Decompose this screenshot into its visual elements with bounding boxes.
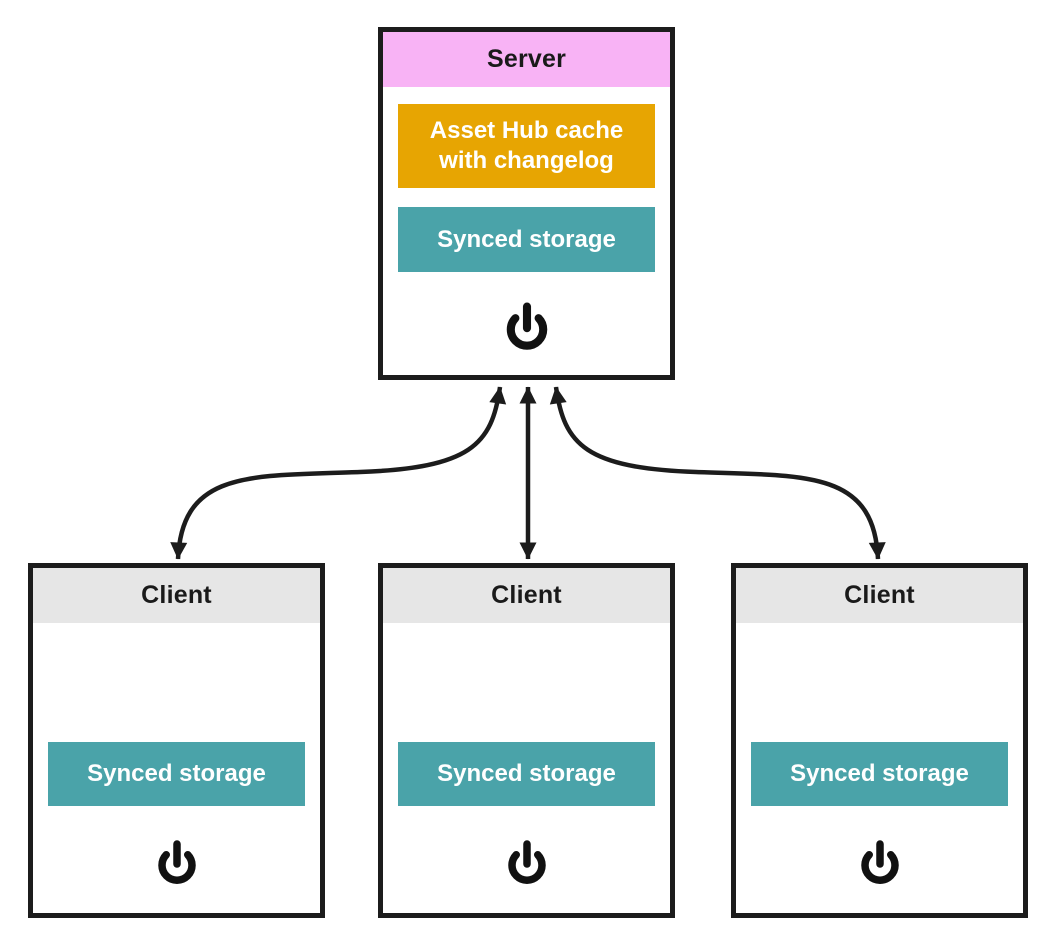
server-client-left-link: [170, 386, 507, 560]
server-header: Server: [383, 32, 670, 87]
client-node-right: Client Synced storage: [731, 563, 1028, 918]
server-client-right-link: [549, 386, 886, 560]
client-synced-storage-block: Synced storage: [751, 742, 1008, 806]
client-header: Client: [33, 568, 320, 623]
client-header: Client: [383, 568, 670, 623]
client-node-middle: Client Synced storage: [378, 563, 675, 918]
power-icon: [502, 837, 552, 887]
server-node: Server Asset Hub cache with changelog Sy…: [378, 27, 675, 380]
power-icon: [855, 837, 905, 887]
client-synced-storage-block: Synced storage: [398, 742, 655, 806]
power-icon: [500, 299, 554, 353]
client-synced-storage-block: Synced storage: [48, 742, 305, 806]
power-icon: [152, 837, 202, 887]
client-header: Client: [736, 568, 1023, 623]
server-synced-storage-block: Synced storage: [398, 207, 655, 272]
asset-hub-cache-block: Asset Hub cache with changelog: [398, 104, 655, 188]
client-node-left: Client Synced storage: [28, 563, 325, 918]
